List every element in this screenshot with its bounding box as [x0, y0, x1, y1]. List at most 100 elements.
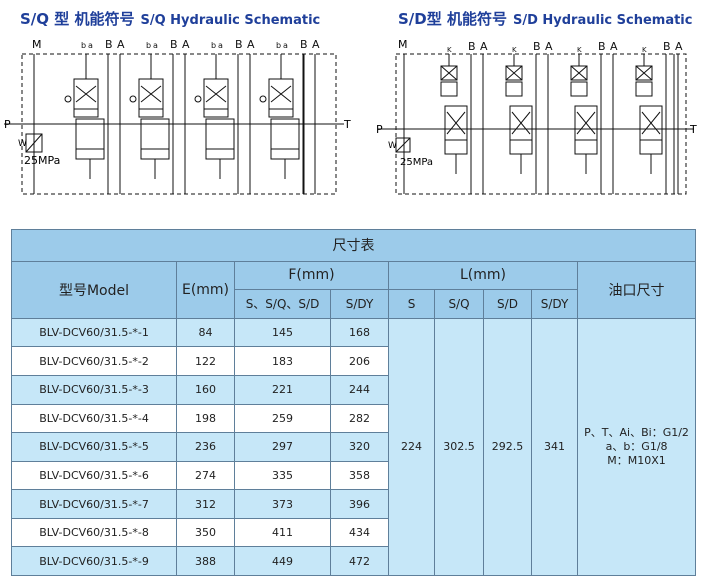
- cell-f1: 449: [234, 546, 331, 576]
- sd-main-cross: [576, 111, 596, 135]
- cell-model: BLV-DCV60/31.5-*-7: [11, 489, 177, 519]
- sd-port-A: A: [545, 40, 553, 53]
- sd-port-k: K: [577, 46, 582, 54]
- sd-pilot-valve-2: [570, 81, 588, 97]
- cell-e: 312: [176, 489, 235, 519]
- cell-e: 122: [176, 346, 235, 376]
- cell-f2: 206: [330, 346, 389, 376]
- sq-check-valve: [129, 95, 137, 103]
- cell-l-sd: 292.5: [483, 317, 532, 577]
- sq-port-m: M: [32, 38, 42, 51]
- sd-main-spool-end: [444, 139, 468, 155]
- sd-pilot-valve-2: [505, 81, 523, 97]
- sq-port-b: b: [146, 41, 151, 50]
- cell-f2: 358: [330, 460, 389, 491]
- sd-main-spool-end: [509, 139, 533, 155]
- cell-f2: 396: [330, 489, 389, 519]
- sd-pilot-cross: [440, 65, 458, 81]
- cell-e: 160: [176, 374, 235, 405]
- cell-model: BLV-DCV60/31.5-*-5: [11, 432, 177, 462]
- sd-relief-arrow: [395, 137, 411, 153]
- cell-e: 236: [176, 432, 235, 462]
- sd-port-p: P: [376, 123, 383, 136]
- sd-pilot-valve-2: [440, 81, 458, 97]
- header-f: F(mm): [234, 260, 389, 291]
- header-e: E(mm): [176, 260, 235, 319]
- sd-pilot-cross: [505, 65, 523, 81]
- cell-f1: 335: [234, 460, 331, 491]
- sd-title-cn: S/D型 机能符号: [398, 10, 507, 28]
- header-f-sub2: S/DY: [330, 289, 389, 319]
- sd-main-cross: [511, 111, 531, 135]
- sd-port-A: A: [610, 40, 618, 53]
- sq-check-valve: [194, 95, 202, 103]
- cell-e: 84: [176, 317, 235, 348]
- sq-pilot-cross: [140, 85, 162, 103]
- sq-pilot-cross: [270, 85, 292, 103]
- sq-port-p: P: [4, 118, 11, 131]
- port-size-line1: P、T、Ai、Bi：G1/2: [584, 425, 689, 439]
- sq-port-a: a: [283, 41, 288, 50]
- header-port: 油口尺寸: [576, 260, 697, 319]
- sq-port-B: B: [105, 38, 113, 51]
- cell-f2: 168: [330, 317, 389, 348]
- header-l: L(mm): [388, 260, 578, 291]
- cell-f1: 145: [234, 317, 331, 348]
- cell-model: BLV-DCV60/31.5-*-9: [11, 546, 177, 576]
- sq-title-en: S/Q Hydraulic Schematic: [140, 13, 321, 28]
- sd-port-t: T: [689, 123, 697, 136]
- sd-port-m: M: [398, 38, 408, 51]
- sq-main-spool-end: [205, 148, 235, 160]
- sd-port-B: B: [598, 40, 606, 53]
- port-size-line2: a、b：G1/8: [605, 439, 668, 453]
- sd-port-k: K: [447, 46, 452, 54]
- sd-main-cross: [641, 111, 661, 135]
- sq-schematic-title: S/Q 型 机能符号 S/Q Hydraulic Schematic: [20, 8, 320, 29]
- sd-relief-w: W: [388, 141, 397, 151]
- sq-port-A: A: [312, 38, 320, 51]
- sd-pressure-label: 25MPa: [400, 157, 433, 168]
- cell-e: 388: [176, 546, 235, 576]
- sq-pilot-coil: [73, 108, 99, 118]
- sq-port-a: a: [218, 41, 223, 50]
- sq-title-cn: S/Q 型 机能符号: [20, 10, 135, 28]
- sd-pilot-cross: [570, 65, 588, 81]
- sq-port-A: A: [117, 38, 125, 51]
- sd-pilot-valve-2: [635, 81, 653, 97]
- header-l-sub3: S/D: [483, 289, 532, 319]
- sd-main-spool-end: [639, 139, 663, 155]
- sq-main-spool-end: [75, 148, 105, 160]
- cell-model: BLV-DCV60/31.5-*-3: [11, 374, 177, 405]
- sd-port-B: B: [533, 40, 541, 53]
- sq-port-A: A: [247, 38, 255, 51]
- cell-model: BLV-DCV60/31.5-*-1: [11, 317, 177, 348]
- cell-f1: 183: [234, 346, 331, 376]
- sd-pilot-cross: [635, 65, 653, 81]
- sq-port-A: A: [182, 38, 190, 51]
- cell-model: BLV-DCV60/31.5-*-4: [11, 403, 177, 434]
- sq-pilot-coil: [203, 108, 229, 118]
- cell-model: BLV-DCV60/31.5-*-8: [11, 517, 177, 548]
- sd-title-en: S/D Hydraulic Schematic: [512, 13, 693, 28]
- sd-schematic-title: S/D型 机能符号 S/D Hydraulic Schematic: [398, 8, 692, 29]
- cell-f2: 244: [330, 374, 389, 405]
- cell-model: BLV-DCV60/31.5-*-2: [11, 346, 177, 376]
- sq-relief-w: W: [18, 139, 27, 149]
- cell-f2: 282: [330, 403, 389, 434]
- sq-main-spool-end: [140, 148, 170, 160]
- sq-port-B: B: [300, 38, 308, 51]
- sd-main-cross: [446, 111, 466, 135]
- sq-port-t: T: [343, 118, 351, 131]
- cell-f1: 373: [234, 489, 331, 519]
- sq-pilot-coil: [268, 108, 294, 118]
- sd-relief-valve: [395, 137, 411, 153]
